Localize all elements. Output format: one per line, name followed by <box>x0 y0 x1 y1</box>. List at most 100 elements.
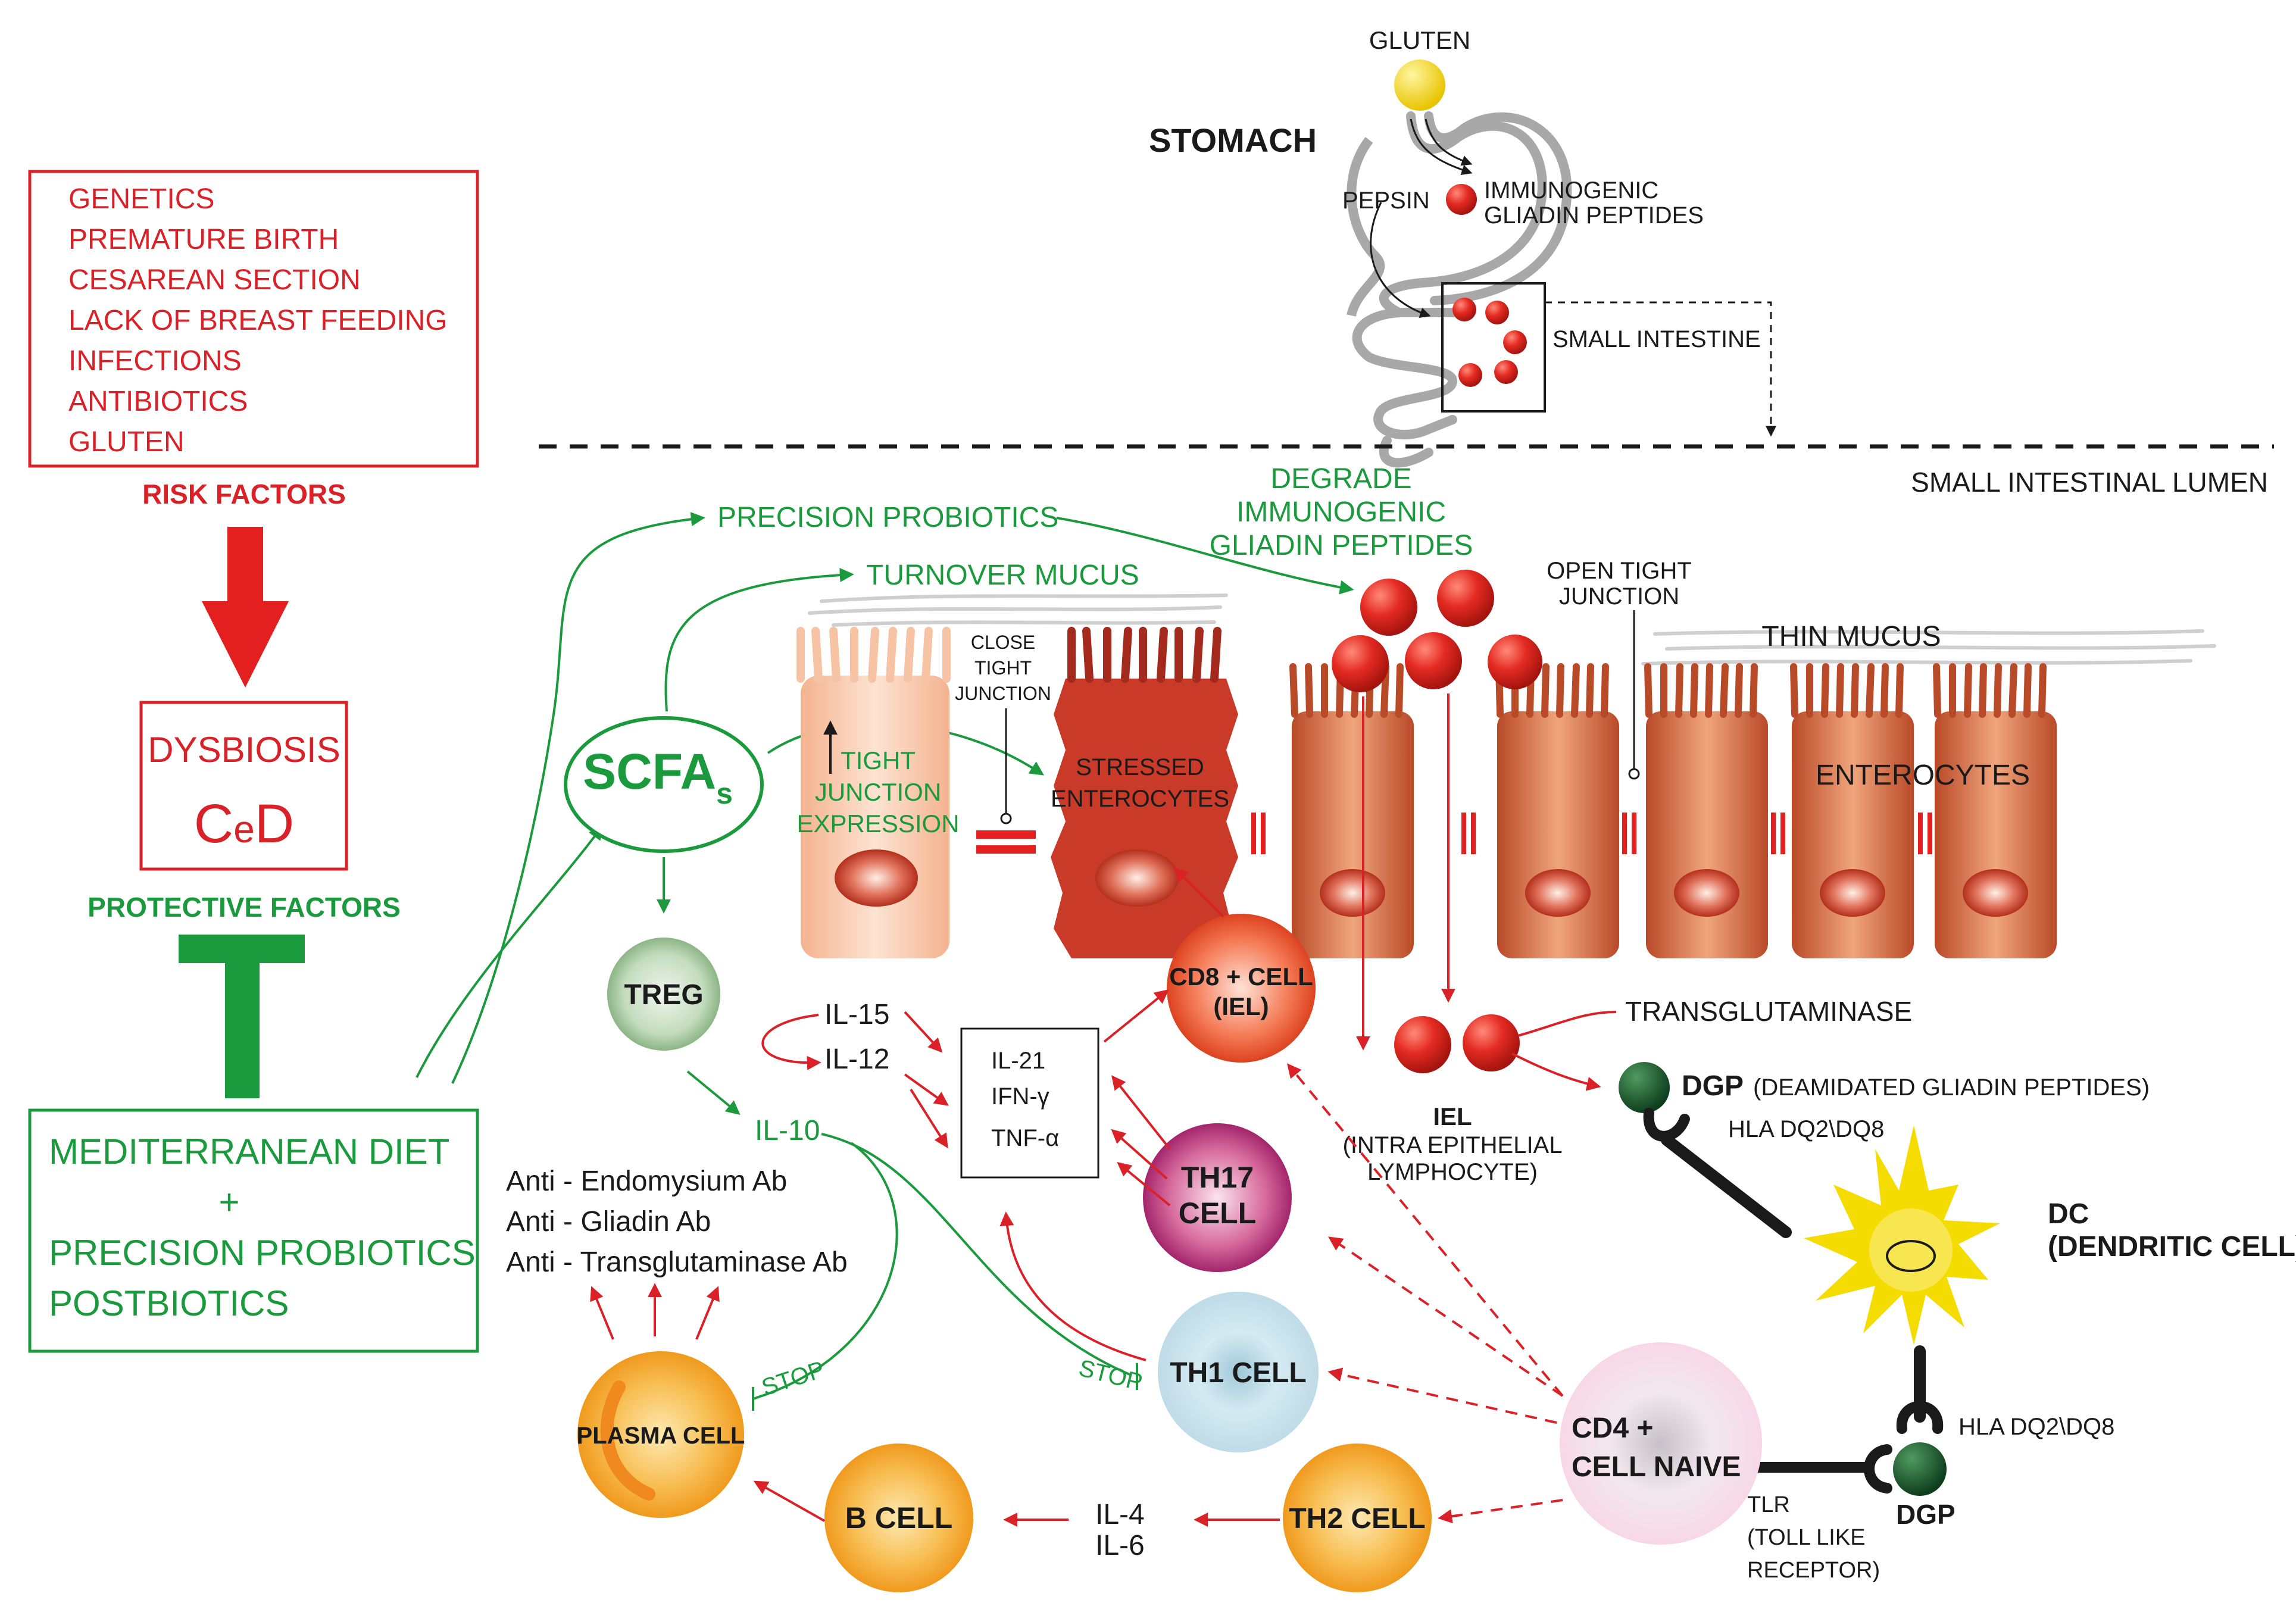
protective-label: PROTECTIVE FACTORS <box>88 892 401 923</box>
risk-item-1: PREMATURE BIRTH <box>68 224 339 255</box>
enterocyte-3 <box>1644 663 1768 958</box>
risk-item-4: INFECTIONS <box>68 345 242 377</box>
bcell-label: B CELL <box>845 1501 953 1535</box>
protective-line-4: POSTBIOTICS <box>49 1283 289 1323</box>
tlr-label-2: (TOLL LIKE <box>1747 1525 1866 1550</box>
transglutaminase-label: TRANSGLUTAMINASE <box>1625 996 1912 1027</box>
enterocytes-label: ENTEROCYTES <box>1816 760 2030 791</box>
si-peptide-2 <box>1485 301 1509 324</box>
stomach-section: GLUTEN STOMACH PEPSIN IMMUNOGENIC GLIADI… <box>1149 26 1776 468</box>
diet-to-probiotics-arrow <box>451 512 705 1084</box>
ced-label: CeD <box>194 793 295 854</box>
iel-title: IEL <box>1433 1102 1472 1130</box>
cytokine-box-0: IL-21 <box>991 1048 1045 1074</box>
scfa-ellipse <box>564 716 764 853</box>
iel-line-2: LYMPHOCYTE) <box>1367 1159 1538 1185</box>
cytokine-box <box>960 1027 1099 1179</box>
hla-label-2: HLA DQ2\DQ8 <box>1958 1414 2114 1440</box>
il10-label: IL-10 <box>755 1115 820 1146</box>
red-dashed-arrows <box>1286 1063 1564 1524</box>
dc-nucleus <box>1886 1240 1936 1272</box>
dc-label-1: DC <box>2048 1198 2089 1230</box>
cd4-cell: CD4 + CELL NAIVE <box>1560 1342 1762 1545</box>
plasma-label: PLASMA CELL <box>577 1423 745 1449</box>
open-junction-dot <box>1628 768 1640 780</box>
gluten-label: GLUTEN <box>1369 26 1470 54</box>
il10-to-th1-inhibit <box>821 1133 1132 1376</box>
si-peptide-5 <box>1494 360 1518 384</box>
treg-label: TREG <box>624 979 703 1011</box>
treg-cell: TREG <box>607 938 720 1051</box>
hla-stalk-1 <box>1661 1134 1792 1238</box>
protective-box <box>28 1108 479 1353</box>
si-peptide-4 <box>1458 363 1482 387</box>
th17-cell: TH17 CELL <box>1143 1123 1292 1272</box>
enterocyte-5 <box>1933 663 2057 958</box>
cd8-cell: CD8 + CELL (IEL) <box>1167 914 1316 1063</box>
peptide-flow-arrow <box>1370 202 1431 318</box>
antibody-0: Anti - Endomysium Ab <box>506 1166 787 1197</box>
enterocyte-2 <box>1495 663 1619 958</box>
stressed-label-2: ENTEROCYTES <box>1051 786 1229 812</box>
cytokine-box-1: IFN-γ <box>991 1083 1049 1110</box>
antibody-2: Anti - Transglutaminase Ab <box>506 1246 848 1278</box>
il15-label: IL-15 <box>824 999 889 1030</box>
th17-label-1: TH17 <box>1181 1161 1254 1194</box>
to-dgp-arrow <box>1511 1052 1601 1091</box>
tight-junction-label-1: TIGHT <box>841 746 916 774</box>
immunogenic-label-2: GLIADIN PEPTIDES <box>1484 202 1704 229</box>
tight-junction-label-3: EXPRESSION <box>796 810 959 838</box>
lumen-peptides <box>1332 570 1542 1073</box>
stop-label-th1: STOP <box>1076 1355 1145 1396</box>
tlr-receptor <box>1864 1444 1892 1494</box>
stressed-enterocyte <box>1051 627 1238 958</box>
cd4-label-1: CD4 + <box>1572 1413 1653 1444</box>
dysbiosis-label: DYSBIOSIS <box>148 730 340 770</box>
il10-to-plasma-inhibit <box>752 1142 898 1400</box>
protective-panel: PROTECTIVE FACTORS MEDITERRANEAN DIET + … <box>28 892 479 1353</box>
risk-item-6: GLUTEN <box>68 426 185 458</box>
th2-cell: TH2 CELL <box>1283 1444 1432 1592</box>
diet-to-scfa-arrow <box>416 825 603 1078</box>
mucus-layer <box>808 593 2216 666</box>
close-junction-label-2: TIGHT <box>974 657 1032 679</box>
gluten-flow-arrow <box>1410 118 1473 175</box>
healthy-enterocyte <box>796 627 951 958</box>
zoom-connector <box>1545 301 1776 437</box>
tlr-label-1: TLR <box>1747 1492 1790 1517</box>
gluten-ball <box>1394 60 1445 111</box>
green-pathways <box>416 512 1354 1411</box>
stressed-label-1: STRESSED <box>1076 754 1204 780</box>
transglutaminase-pointer <box>1517 1011 1617 1037</box>
hla-label-1: HLA DQ2\DQ8 <box>1728 1116 1884 1142</box>
dysbiosis-panel: DYSBIOSIS CeD <box>139 701 348 871</box>
enterocyte-1 <box>1289 663 1414 958</box>
close-junction-label-3: JUNCTION <box>955 683 1051 704</box>
th1-cell: TH1 CELL <box>1158 1292 1319 1452</box>
lumen-label: SMALL INTESTINAL LUMEN <box>1911 467 2268 498</box>
si-peptide-1 <box>1452 298 1476 321</box>
degrade-label-3: GLIADIN PEPTIDES <box>1210 530 1473 561</box>
bcell: B CELL <box>824 1444 973 1592</box>
dgp-desc: (DEAMIDATED GLIADIN PEPTIDES) <box>1753 1074 2150 1101</box>
il12-label: IL-12 <box>824 1043 889 1075</box>
turnover-mucus-label: TURNOVER MUCUS <box>866 560 1139 591</box>
junction-markers <box>1251 813 1932 854</box>
plasma-cell: PLASMA CELL <box>577 1351 745 1518</box>
dgp-ball-1 <box>1619 1062 1670 1113</box>
stomach-outer <box>1347 137 1385 317</box>
protective-line-3: PRECISION PROBIOTICS <box>49 1233 476 1273</box>
risk-factors-box <box>28 170 479 468</box>
stop-label-plasma: STOP <box>758 1356 827 1401</box>
small-intestine-box <box>1441 282 1546 413</box>
th2-label: TH2 CELL <box>1289 1503 1425 1535</box>
risk-item-2: CESAREAN SECTION <box>68 264 361 296</box>
tlr-label-3: RECEPTOR) <box>1747 1558 1880 1583</box>
degrade-label-1: DEGRADE <box>1270 463 1411 495</box>
si-peptide-3 <box>1503 330 1527 354</box>
immunogenic-label-1: IMMUNOGENIC <box>1484 177 1658 204</box>
close-junction-bar-1 <box>976 830 1036 839</box>
enterocyte-4 <box>1790 663 1914 958</box>
dc-label-2: (DENDRITIC CELL) <box>2048 1231 2296 1263</box>
